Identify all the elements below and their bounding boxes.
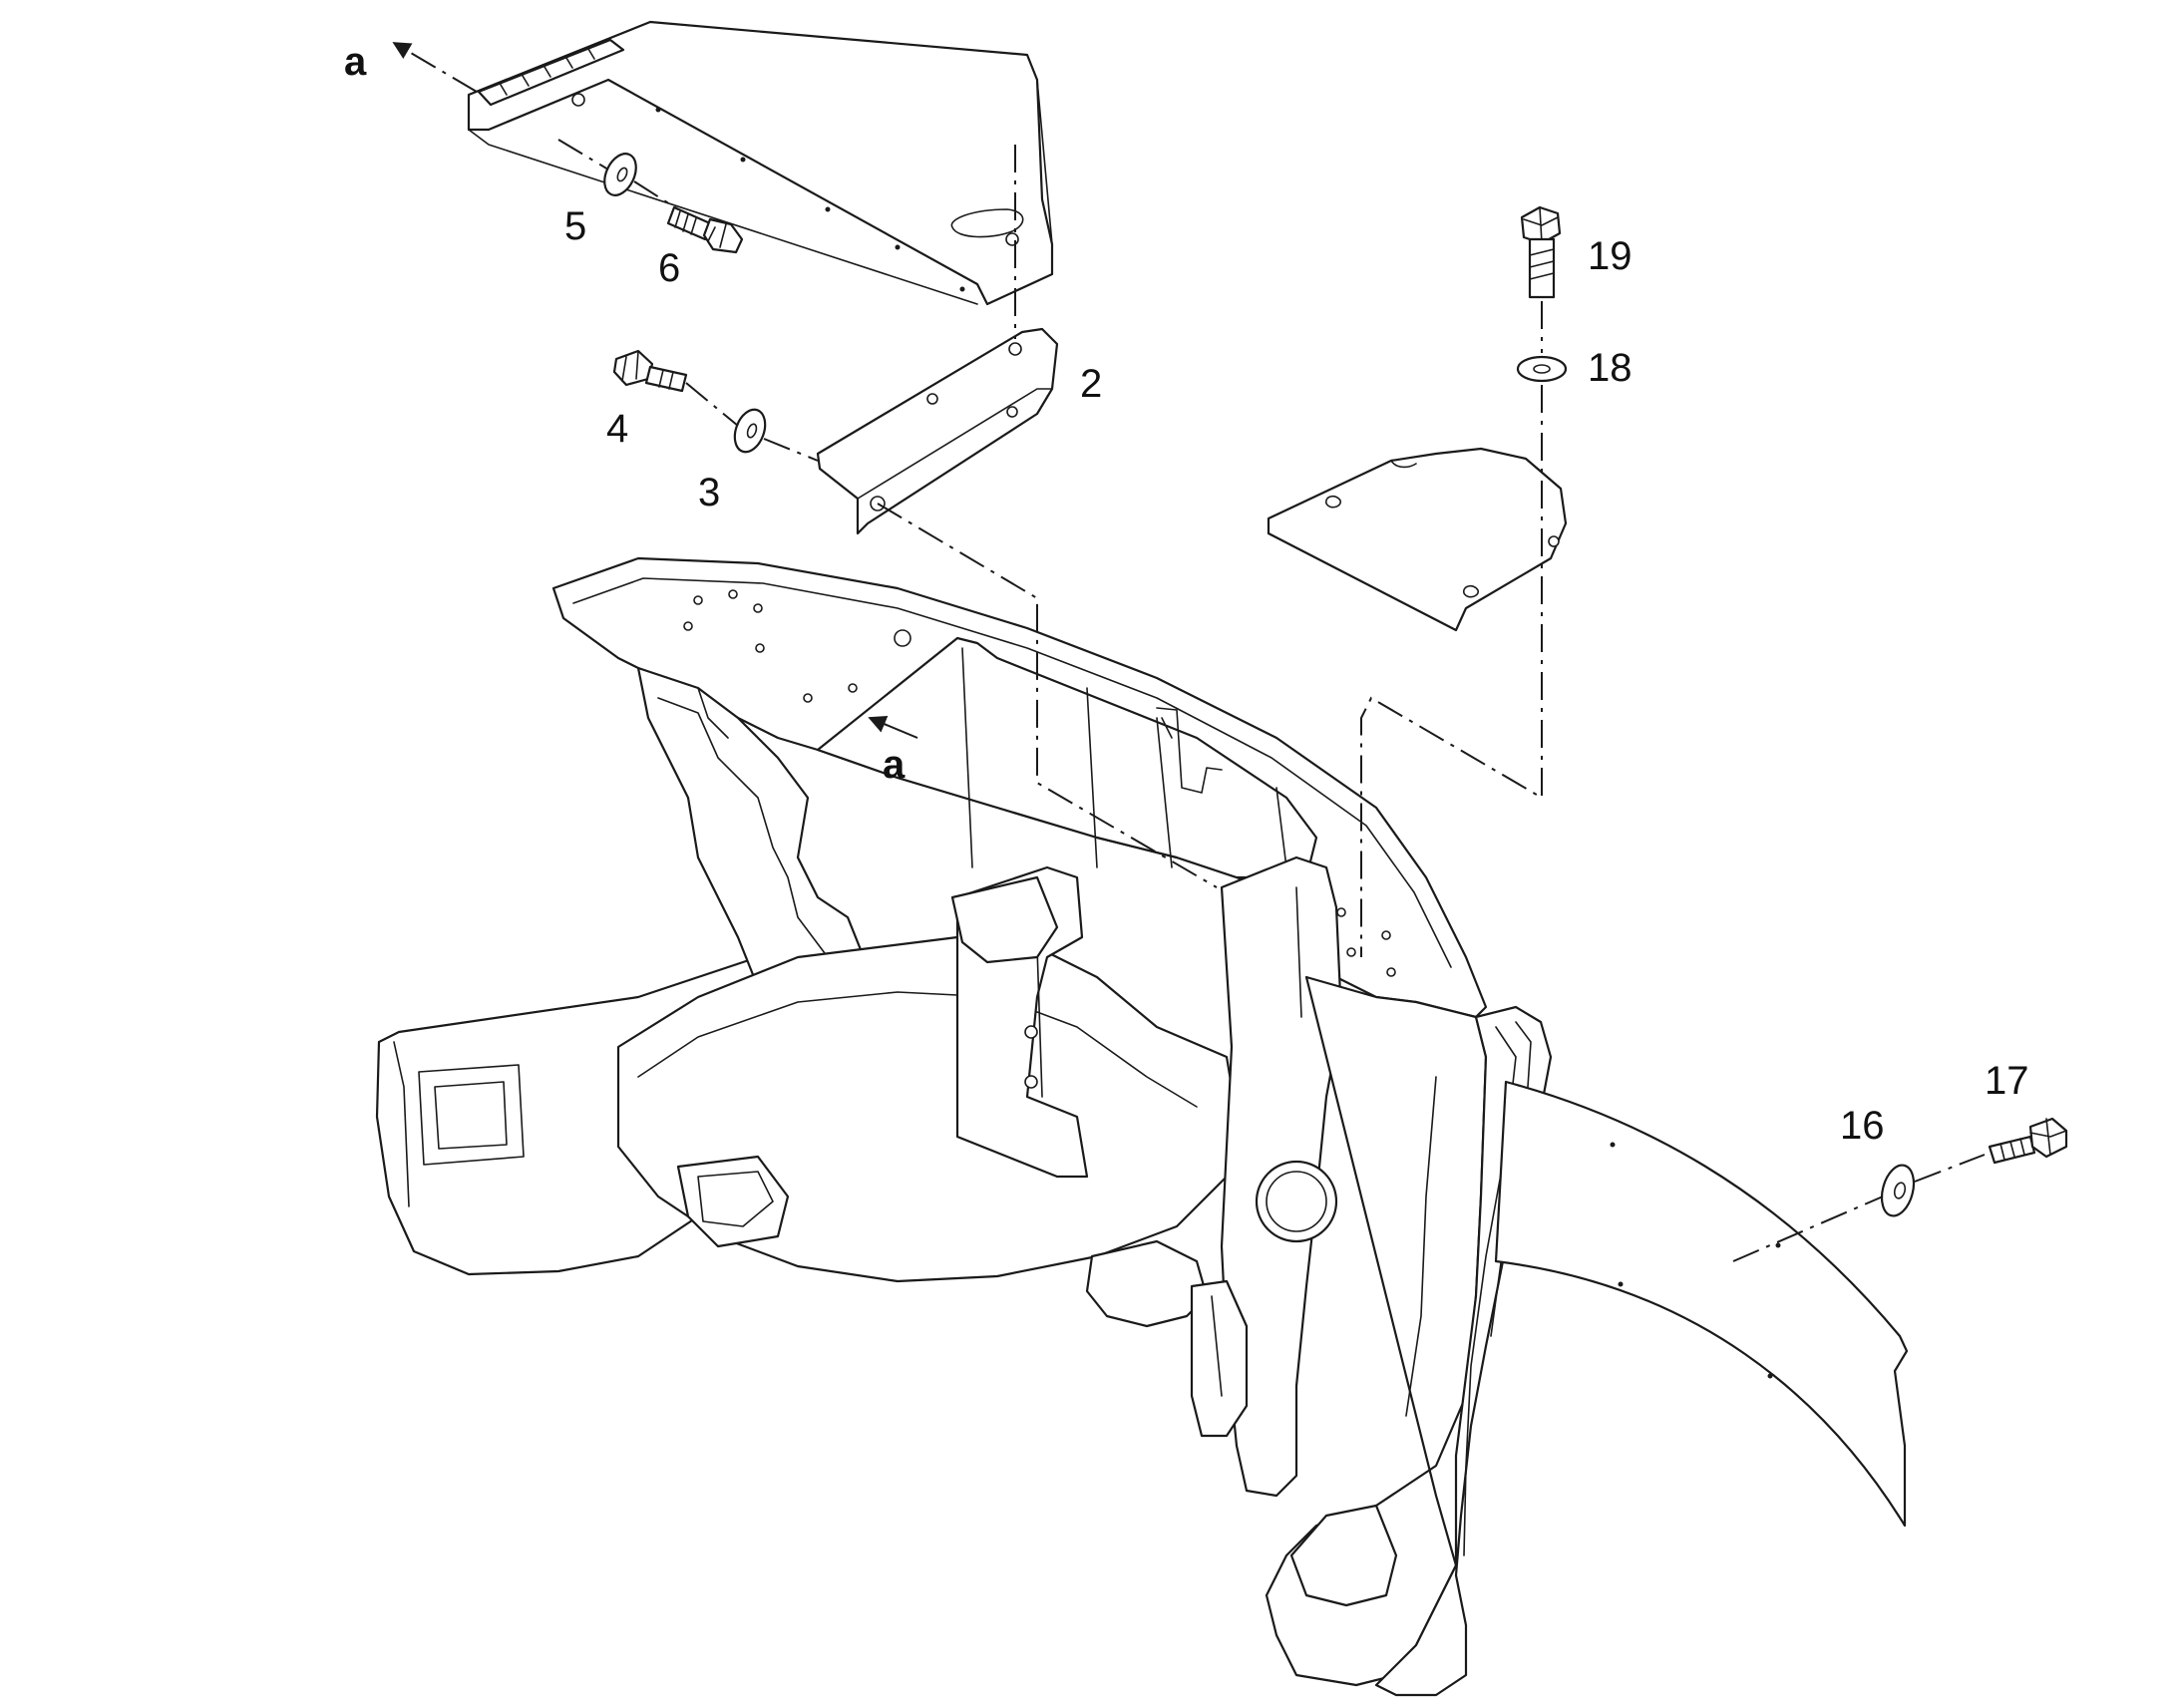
callout-4: 4 (606, 407, 628, 451)
callout-6: 6 (658, 246, 680, 290)
reference-arrow-top (392, 42, 478, 93)
washer-16 (1880, 1164, 1916, 1217)
rear-guard-panel (1494, 1080, 1909, 1528)
callout-3: 3 (698, 471, 720, 514)
callout-5: 5 (564, 204, 586, 248)
washer-3 (733, 408, 767, 454)
angle-bracket (816, 327, 1059, 535)
callout-2: 2 (1080, 362, 1102, 406)
reference-mark-top: a (344, 40, 367, 84)
reference-mark-body: a (883, 743, 906, 787)
reference-arrow-body (868, 715, 918, 739)
bolt-17 (1988, 1117, 2068, 1165)
callout-19: 19 (1588, 234, 1633, 278)
bolt-19 (1520, 205, 1562, 299)
assembly-leader-lines (557, 139, 1986, 1262)
callout-17: 17 (1985, 1059, 2029, 1103)
counterweight-body (375, 556, 1553, 1697)
side-cover-plate (1267, 447, 1568, 632)
callout-16: 16 (1840, 1104, 1885, 1148)
washer-18 (1516, 355, 1568, 383)
callout-18: 18 (1588, 346, 1633, 390)
hinged-cover-plate (467, 20, 1054, 306)
bolt-6 (666, 205, 744, 254)
bolt-4 (612, 349, 688, 393)
